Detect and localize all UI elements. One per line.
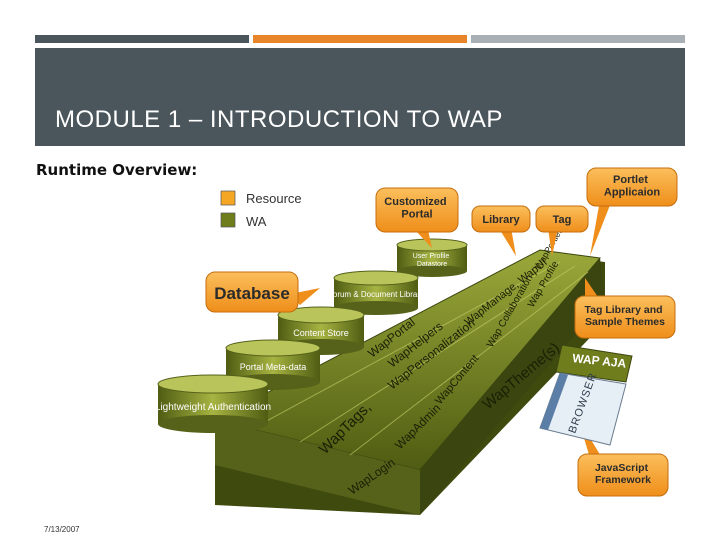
callout-database-label: Database <box>214 284 290 303</box>
callout-tag-library-samples-label: Tag Library and Sample Themes <box>585 304 666 328</box>
legend-swatch-wa <box>221 213 235 227</box>
label-line: Datastore <box>417 261 447 268</box>
resource-forum-library: Forum & Document Library <box>328 290 424 299</box>
callout-library-label: Library <box>482 214 520 226</box>
resource-content-store: Content Store <box>293 328 349 338</box>
resource-user-profile: User Profile Datastore <box>413 253 452 268</box>
legend-swatch-resource <box>221 191 235 205</box>
label-line: Sample Themes <box>585 316 665 328</box>
callout-tag-label: Tag <box>553 214 572 226</box>
slide-date: 7/13/2007 <box>44 525 80 534</box>
resource-lightweight-auth: Lightweight Authentication <box>155 402 271 413</box>
callout-javascript-framework-label: JavaScript Framework <box>595 462 651 486</box>
resource-portal-metadata: Portal Meta-data <box>240 362 307 372</box>
legend-label-resource: Resource <box>246 191 302 206</box>
legend-label-wa: WA <box>246 214 267 229</box>
label-line: Applicaion <box>604 187 661 199</box>
label-line: Framework <box>595 474 651 486</box>
label-line: Portal <box>401 209 432 221</box>
